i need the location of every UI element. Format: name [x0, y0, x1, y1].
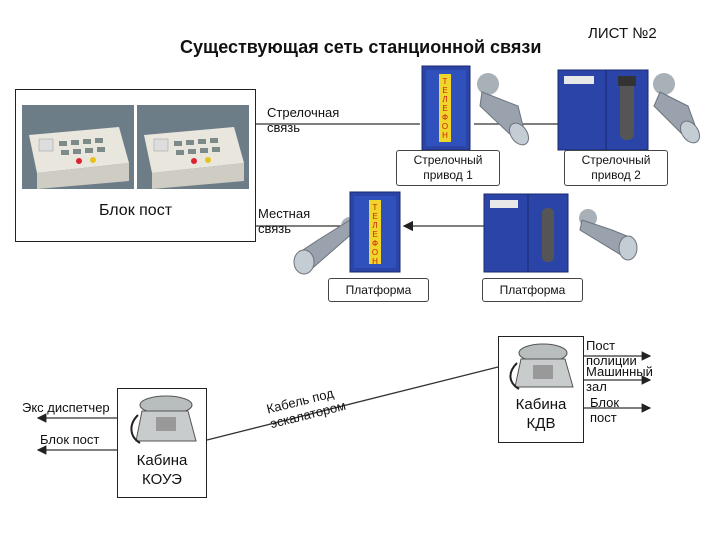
console-photo-2 [137, 105, 249, 189]
horn-speaker-icon-3 [293, 217, 359, 275]
console-photos [22, 105, 249, 189]
switch-drive-1-label: Стрелочный привод 1 [396, 150, 500, 186]
cabin-koue-box: Кабина КОУЭ [117, 388, 207, 498]
cabin-kdv-line1: Кабина [515, 396, 567, 413]
local-link-label: Местная связь [258, 206, 311, 236]
cabin-koue-line2: КОУЭ [142, 471, 182, 488]
svg-text:Е: Е [372, 212, 377, 221]
svg-text:Н: Н [442, 131, 448, 140]
horn-speaker-icon-2 [653, 73, 701, 144]
koue-output-dispatcher: Экс диспетчер [22, 400, 110, 415]
platform-2-label: Платформа [482, 278, 583, 302]
koue-output-block-post: Блок пост [40, 432, 100, 447]
page-title: Существующая сеть станционной связи [180, 37, 542, 57]
svg-text:Л: Л [442, 95, 447, 104]
telephone-icon [509, 343, 574, 390]
svg-text:Ф: Ф [372, 239, 378, 248]
svg-text:О: О [372, 248, 378, 257]
console-photo-1 [22, 105, 134, 189]
platform-1-label: Платформа [328, 278, 429, 302]
switch-drive-2-label: Стрелочный привод 2 [564, 150, 668, 186]
svg-text:Е: Е [442, 104, 447, 113]
kdv-output-police: Пост полиции [586, 338, 637, 368]
svg-text:Т: Т [373, 203, 378, 212]
telephone-icon-2 [130, 395, 197, 444]
telephone-cabinet-3: Т Е Л Е Ф О Н [293, 191, 401, 275]
kdv-output-block-post: Блок пост [590, 395, 620, 425]
horn-speaker-icon [477, 73, 530, 146]
svg-text:Т: Т [443, 77, 448, 86]
horn-speaker-icon-4 [579, 209, 638, 261]
svg-text:Е: Е [372, 230, 377, 239]
svg-text:Е: Е [442, 86, 447, 95]
switch-link-label: Стрелочная связь [267, 105, 340, 135]
svg-text:Л: Л [372, 221, 377, 230]
sheet-label: ЛИСТ №2 [588, 25, 657, 42]
cabin-kdv-line2: КДВ [526, 415, 556, 432]
block-post-label: Блок пост [98, 202, 173, 219]
kdv-output-machine-room: Машинный зал [586, 364, 653, 394]
telephone-cabinet-1: Т Е Л Е Ф О Н [421, 65, 530, 151]
svg-text:О: О [442, 122, 448, 131]
svg-text:Ф: Ф [442, 113, 448, 122]
telephone-cabinet-2 [557, 69, 701, 151]
escalator-cable-line [206, 366, 499, 441]
cabin-koue-line1: Кабина [136, 452, 188, 469]
cabin-kdv-box: Кабина КДВ [498, 336, 584, 443]
svg-text:Н: Н [372, 257, 378, 266]
telephone-cabinet-4 [483, 193, 638, 273]
block-post-box: Блок пост [15, 89, 256, 242]
